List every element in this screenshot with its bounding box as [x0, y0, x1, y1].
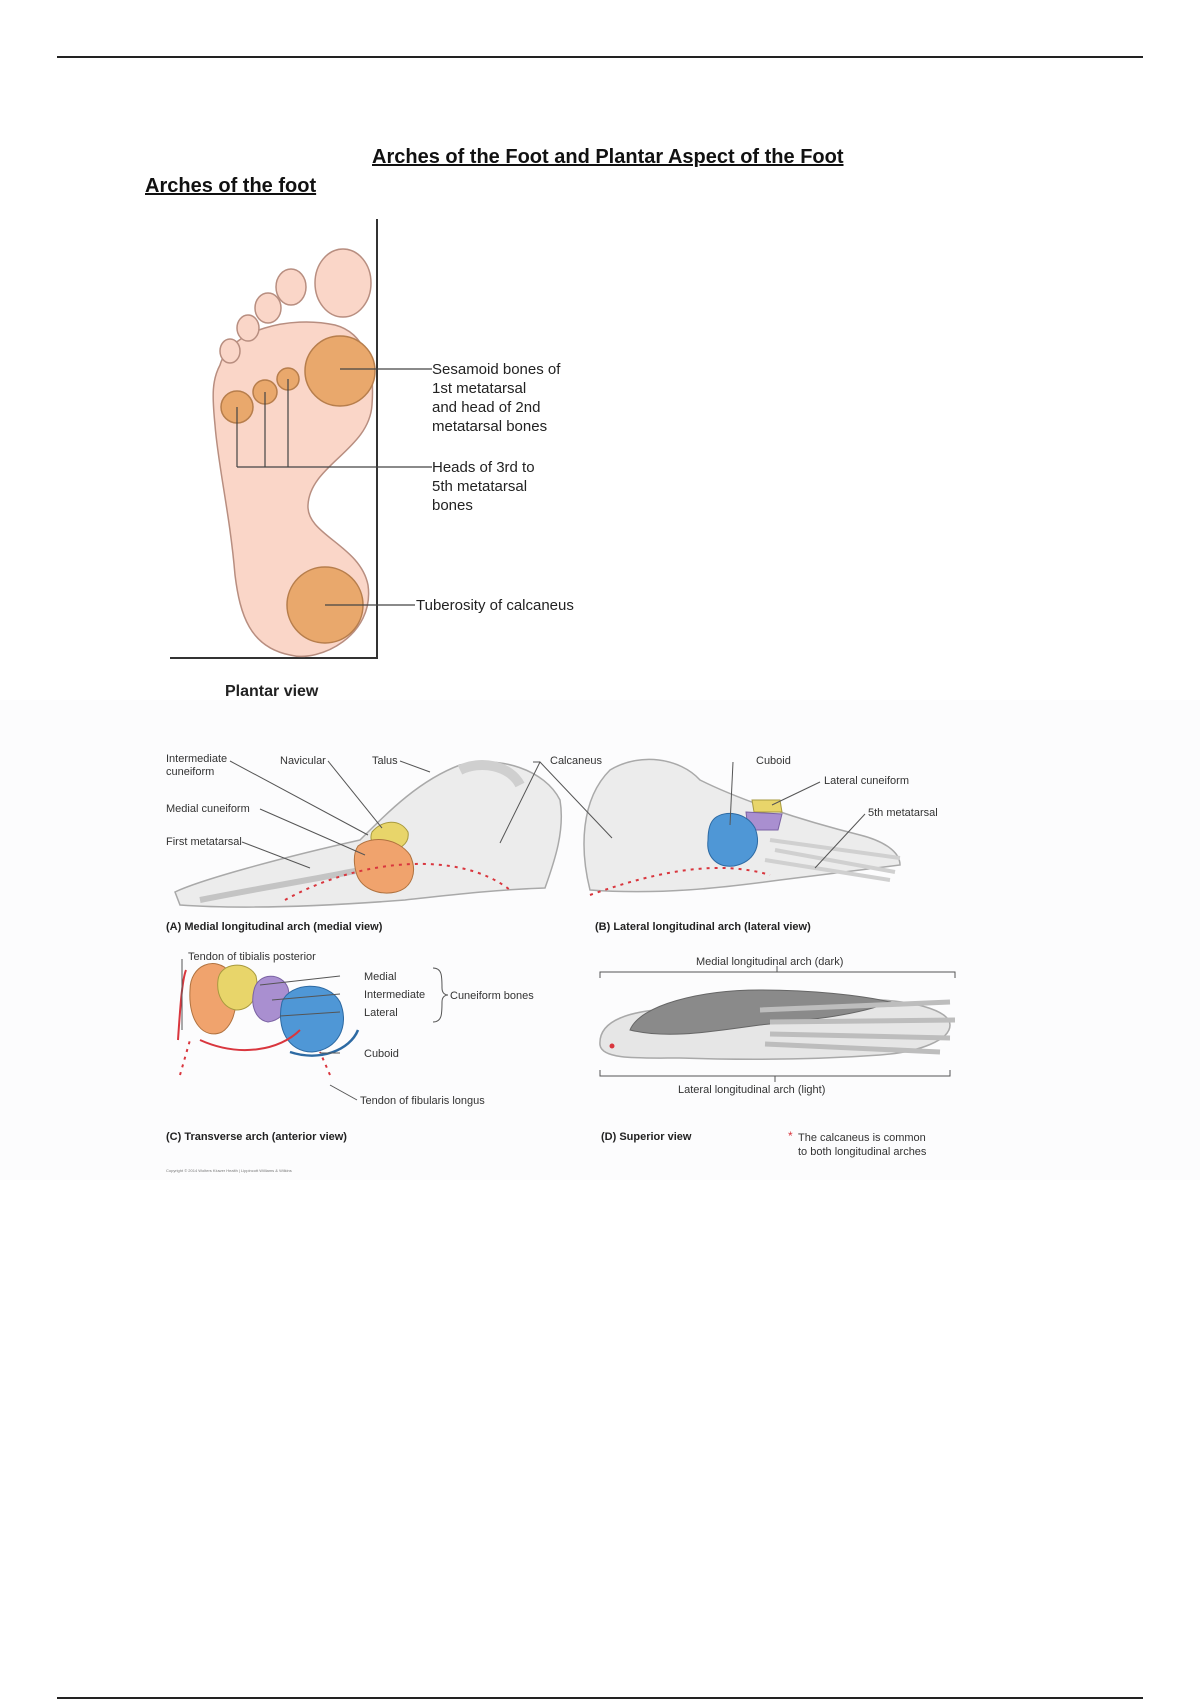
note-line-2: to both longitudinal arches [798, 1146, 927, 1158]
medial-cuneiform-label: Medial cuneiform [166, 803, 250, 815]
panel-d: Medial longitudinal arch (dark) Lateral … [599, 956, 956, 1158]
sesamoid-label-3: and head of 2nd [432, 399, 540, 416]
section-heading: Arches of the foot [145, 175, 317, 197]
cuneiform-bones-label: Cuneiform bones [450, 990, 534, 1002]
tendon-tibialis-label: Tendon of tibialis posterior [188, 951, 316, 963]
lateral-label: Lateral [364, 1007, 398, 1019]
fibularis-arrow [289, 1029, 360, 1057]
sesamoid-label-2: 1st metatarsal [432, 380, 526, 397]
panel-c: Tendon of tibialis posterior Medial Inte… [166, 951, 534, 1173]
plantar-view-caption: Plantar view [225, 683, 319, 700]
lateral-arch-label: Lateral longitudinal arch (light) [678, 1084, 825, 1096]
sesamoid-label-4: metatarsal bones [432, 418, 547, 435]
superior-foot-dark [629, 989, 892, 1035]
footer-rule [57, 1697, 1143, 1699]
cuboid-bone-lateral [707, 812, 758, 867]
medial-arch-label: Medial longitudinal arch (dark) [696, 956, 843, 968]
transverse-intermediate-cuneiform [217, 964, 258, 1011]
lateral-cuneiform-label: Lateral cuneiform [824, 775, 909, 787]
transverse-cuboid [280, 985, 344, 1053]
fifth-metatarsal-label: 5th metatarsal [868, 807, 938, 819]
panel-c-caption: (C) Transverse arch (anterior view) [166, 1131, 347, 1143]
lateral-arch-curve [589, 867, 771, 896]
panel-b-caption: (B) Lateral longitudinal arch (lateral v… [595, 921, 811, 933]
intermediate-cuneiform-label-2: cuneiform [166, 766, 214, 778]
tendon-fibularis-label: Tendon of fibularis longus [360, 1095, 485, 1107]
svg-text:Heads of 3rd to 5th meta: Heads of 3rd to 5th metatarsal bones [432, 459, 539, 514]
sesamoid-pad [304, 335, 376, 407]
heads-label-2: 5th metatarsal [432, 478, 527, 495]
heads-label-3: bones [432, 497, 473, 514]
sesamoid-label-1: Sesamoid bones of [432, 361, 561, 378]
toe-2 [275, 268, 307, 306]
svg-text:The calcaneus is common: The calcaneus is common to both longitud… [798, 1132, 929, 1158]
cuboid-label: Cuboid [756, 755, 791, 767]
panel-b: Calcaneus Cuboid Lateral cuneiform 5th m… [499, 755, 938, 933]
note-line-1: The calcaneus is common [798, 1132, 926, 1144]
navicular-label: Navicular [280, 755, 326, 767]
toe-5 [219, 338, 241, 364]
tuberosity-label: Tuberosity of calcaneus [416, 597, 574, 614]
panel-d-caption: (D) Superior view [601, 1131, 692, 1143]
svg-text:Intermediate cuneiform: Intermediate cuneiform [166, 753, 230, 778]
medial-arch-curve [284, 862, 511, 901]
document-title: Arches of the Foot and Plantar Aspect of… [372, 146, 844, 168]
calcaneus-label: Calcaneus [550, 755, 602, 767]
intermediate-label: Intermediate [364, 989, 425, 1001]
medial-label: Medial [364, 971, 396, 983]
header-rule [57, 56, 1143, 58]
toe-3 [254, 292, 282, 324]
intermediate-cuneiform-label-1: Intermediate [166, 753, 227, 765]
first-metatarsal-label: First metatarsal [166, 836, 242, 848]
cuboid-transverse-label: Cuboid [364, 1048, 399, 1060]
arches-figure-background [0, 700, 1200, 1180]
heads-label-1: Heads of 3rd to [432, 459, 535, 476]
big-toe [314, 248, 372, 318]
talus-label: Talus [372, 755, 398, 767]
tibialis-arrow [177, 969, 187, 1041]
note-asterisk: * [788, 1129, 793, 1143]
copyright-text: Copyright © 2014 Wolters Kluwer Health |… [166, 1168, 292, 1173]
panel-a: Intermediate cuneiform Navicular Talus M… [166, 753, 563, 933]
panel-a-caption: (A) Medial longitudinal arch (medial vie… [166, 921, 383, 933]
svg-text:Sesamoid bones of 1st me: Sesamoid bones of 1st metatarsal and hea… [432, 361, 565, 435]
toe-4 [236, 314, 260, 342]
arches-figure: Intermediate cuneiform Navicular Talus M… [160, 740, 1000, 1180]
lateral-cuneiform-bone [751, 799, 783, 813]
plantar-view-figure: Sesamoid bones of 1st metatarsal and hea… [150, 215, 610, 705]
